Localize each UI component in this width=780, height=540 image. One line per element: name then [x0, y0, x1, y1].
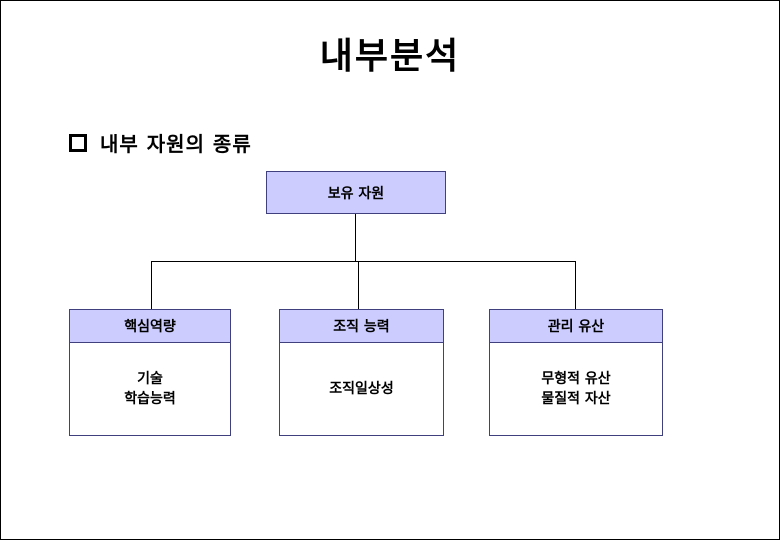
connector-drop-left	[151, 261, 152, 309]
card-body-line: 물질적 자산	[541, 391, 611, 407]
card-organizational-capability: 조직 능력 조직일상성	[279, 309, 444, 436]
card-body-line: 조직일상성	[329, 381, 394, 397]
square-bullet-icon	[69, 133, 87, 152]
card-management-heritage-header: 관리 유산	[489, 309, 663, 343]
page-title: 내부분석	[319, 36, 461, 77]
card-organizational-capability-header: 조직 능력	[279, 309, 444, 343]
connector-drop-right	[575, 261, 576, 309]
card-management-heritage-body: 무형적 유산 물질적 자산	[489, 342, 663, 436]
card-core-competency-header: 핵심역량	[69, 309, 231, 343]
root-node: 보유 자원	[266, 171, 446, 214]
bullet-item: 내부 자원의 종류	[69, 128, 252, 157]
bullet-label: 내부 자원의 종류	[100, 132, 252, 156]
card-body-line: 무형적 유산	[541, 371, 611, 387]
connector-root-stem	[355, 214, 356, 261]
card-core-competency-body: 기술 학습능력	[69, 342, 231, 436]
card-core-competency: 핵심역량 기술 학습능력	[69, 309, 231, 436]
connector-horizontal	[151, 261, 576, 262]
connector-drop-middle	[358, 261, 359, 309]
card-organizational-capability-body: 조직일상성	[279, 342, 444, 436]
card-management-heritage: 관리 유산 무형적 유산 물질적 자산	[489, 309, 663, 436]
card-body-line: 학습능력	[124, 391, 176, 407]
card-body-line: 기술	[137, 371, 163, 387]
